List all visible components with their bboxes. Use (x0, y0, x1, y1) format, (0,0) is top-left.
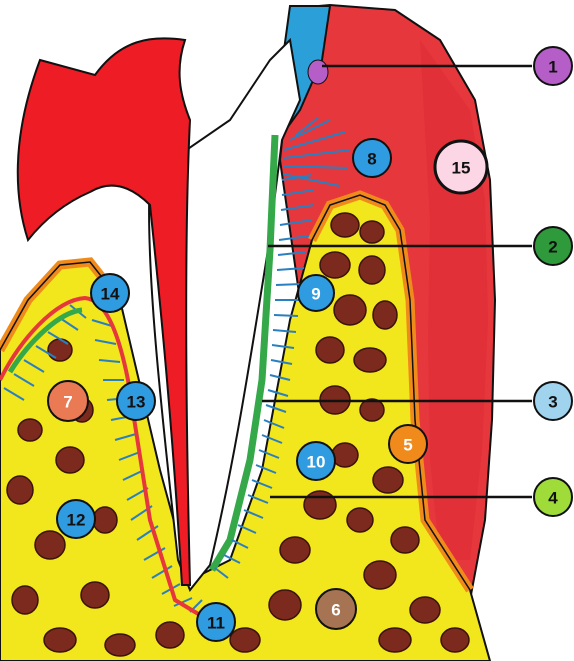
marker-label-11: 11 (207, 614, 225, 633)
marker-label-8: 8 (367, 150, 376, 169)
marker-label-14: 14 (101, 285, 120, 304)
marker-label-4: 4 (548, 489, 558, 508)
marker-label-7: 7 (63, 393, 72, 412)
marker-label-3: 3 (548, 393, 557, 412)
marker-label-12: 12 (67, 511, 86, 530)
marker-label-5: 5 (403, 436, 412, 455)
gingival-sulcus-spot (308, 60, 328, 84)
marker-label-13: 13 (127, 393, 146, 412)
marker-label-10: 10 (307, 453, 326, 472)
marker-label-9: 9 (311, 285, 320, 304)
marker-label-1: 1 (548, 58, 557, 77)
marker-label-15: 15 (452, 159, 471, 178)
marker-label-2: 2 (548, 238, 557, 257)
marker-label-6: 6 (331, 601, 340, 620)
